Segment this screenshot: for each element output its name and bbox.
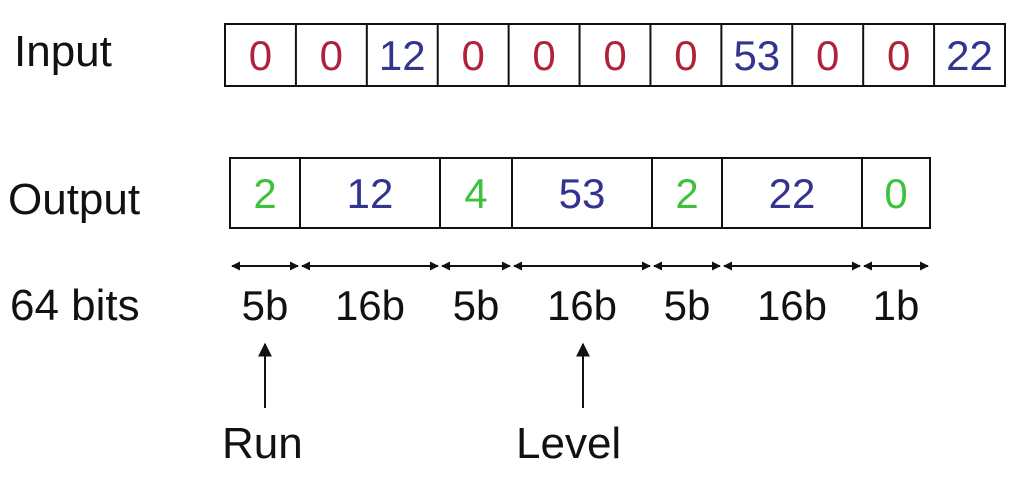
input-cell-value: 0 <box>674 32 697 79</box>
bit-width-label: 16b <box>757 282 827 329</box>
input-cell-value: 12 <box>379 32 426 79</box>
total-bits-label: 64 bits <box>10 281 140 330</box>
level-label: Level <box>516 419 621 468</box>
output-run-value: 2 <box>253 170 276 217</box>
bit-width-label: 5b <box>453 282 500 329</box>
input-cell-value: 0 <box>249 32 272 79</box>
output-frame <box>229 157 931 229</box>
bit-width-label: 16b <box>335 282 405 329</box>
input-cell-value: 22 <box>946 32 993 79</box>
input-cell-value: 0 <box>320 32 343 79</box>
run-label: Run <box>222 419 303 468</box>
input-label: Input <box>14 27 112 76</box>
input-cell-value: 0 <box>887 32 910 79</box>
bit-width-label: 5b <box>664 282 711 329</box>
bit-width-row: 5b 16b 5b 16b 5b 16b 1b <box>231 261 929 329</box>
output-level-value: 22 <box>769 170 816 217</box>
output-run-value: 2 <box>675 170 698 217</box>
output-level-value: 12 <box>347 170 394 217</box>
input-cell-value: 53 <box>733 32 780 79</box>
input-cell-value: 0 <box>462 32 485 79</box>
input-frame <box>224 23 1006 87</box>
input-cell-value: 0 <box>816 32 839 79</box>
output-level-value: 53 <box>559 170 606 217</box>
bit-width-label: 16b <box>547 282 617 329</box>
input-cell-value: 0 <box>532 32 555 79</box>
bit-width-label: 1b <box>873 282 920 329</box>
output-label: Output <box>8 175 140 224</box>
input-cell-value: 0 <box>603 32 626 79</box>
bit-width-label: 5b <box>242 282 289 329</box>
output-run-value: 4 <box>464 170 487 217</box>
output-run-value: 0 <box>884 170 907 217</box>
